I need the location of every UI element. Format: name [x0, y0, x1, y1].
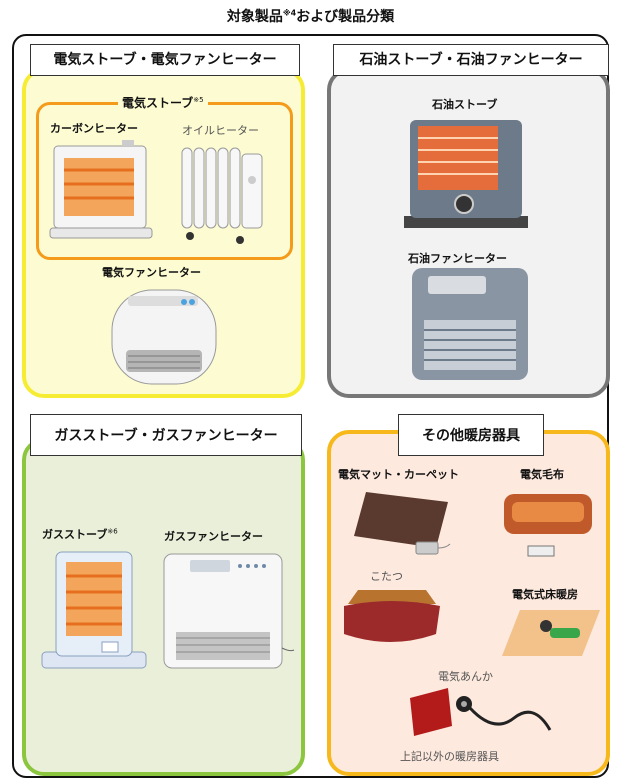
oil-stove-icon — [404, 120, 528, 228]
gas-stove-icon — [41, 551, 147, 669]
electric-mat-label: 電気マット・カーペット — [338, 468, 459, 481]
other-heaters-label: 上記以外の暖房器具 — [400, 750, 499, 763]
gas-fan-heater-icon — [163, 553, 295, 669]
outer-frame — [12, 34, 609, 778]
kotatsu-label: こたつ — [370, 570, 403, 583]
carbon-heater-icon — [49, 140, 153, 239]
kotatsu-icon — [344, 590, 440, 642]
electric-foot-warmer-icon — [410, 688, 552, 736]
electric-panel-title: 電気ストーブ・電気ファンヒーター — [30, 44, 300, 76]
carbon-heater-label: カーボンヒーター — [50, 122, 138, 135]
page-title: 対象製品※4および製品分類 — [226, 8, 395, 25]
electric-fan-heater-icon — [111, 289, 217, 385]
electric-blanket-icon — [504, 494, 592, 557]
other-panel-title: その他暖房器具 — [398, 414, 544, 456]
electric-blanket-label: 電気毛布 — [520, 468, 564, 481]
oil-heater-icon — [181, 147, 263, 244]
oil-fan-heater-icon — [412, 268, 528, 380]
floor-heating-label: 電気式床暖房 — [512, 588, 578, 601]
gas-stove-label: ガスストーブ※6 — [42, 527, 118, 541]
oil-stove-label: 石油ストーブ — [432, 98, 498, 111]
oil-fan-heater-label: 石油ファンヒーター — [408, 252, 507, 265]
oil-panel-title: 石油ストーブ・石油ファンヒーター — [333, 44, 609, 76]
electric-foot-warmer-label: 電気あんか — [438, 670, 493, 683]
gas-fan-heater-label: ガスファンヒーター — [164, 530, 263, 543]
oil-heater-label: オイルヒーター — [182, 124, 259, 137]
electric-stove-group-label: 電気ストーブ※5 — [118, 94, 208, 111]
gas-panel-title: ガスストーブ・ガスファンヒーター — [30, 414, 302, 456]
electric-mat-icon — [354, 492, 451, 555]
electric-fan-heater-label: 電気ファンヒーター — [102, 266, 201, 279]
floor-heating-icon — [502, 610, 600, 656]
